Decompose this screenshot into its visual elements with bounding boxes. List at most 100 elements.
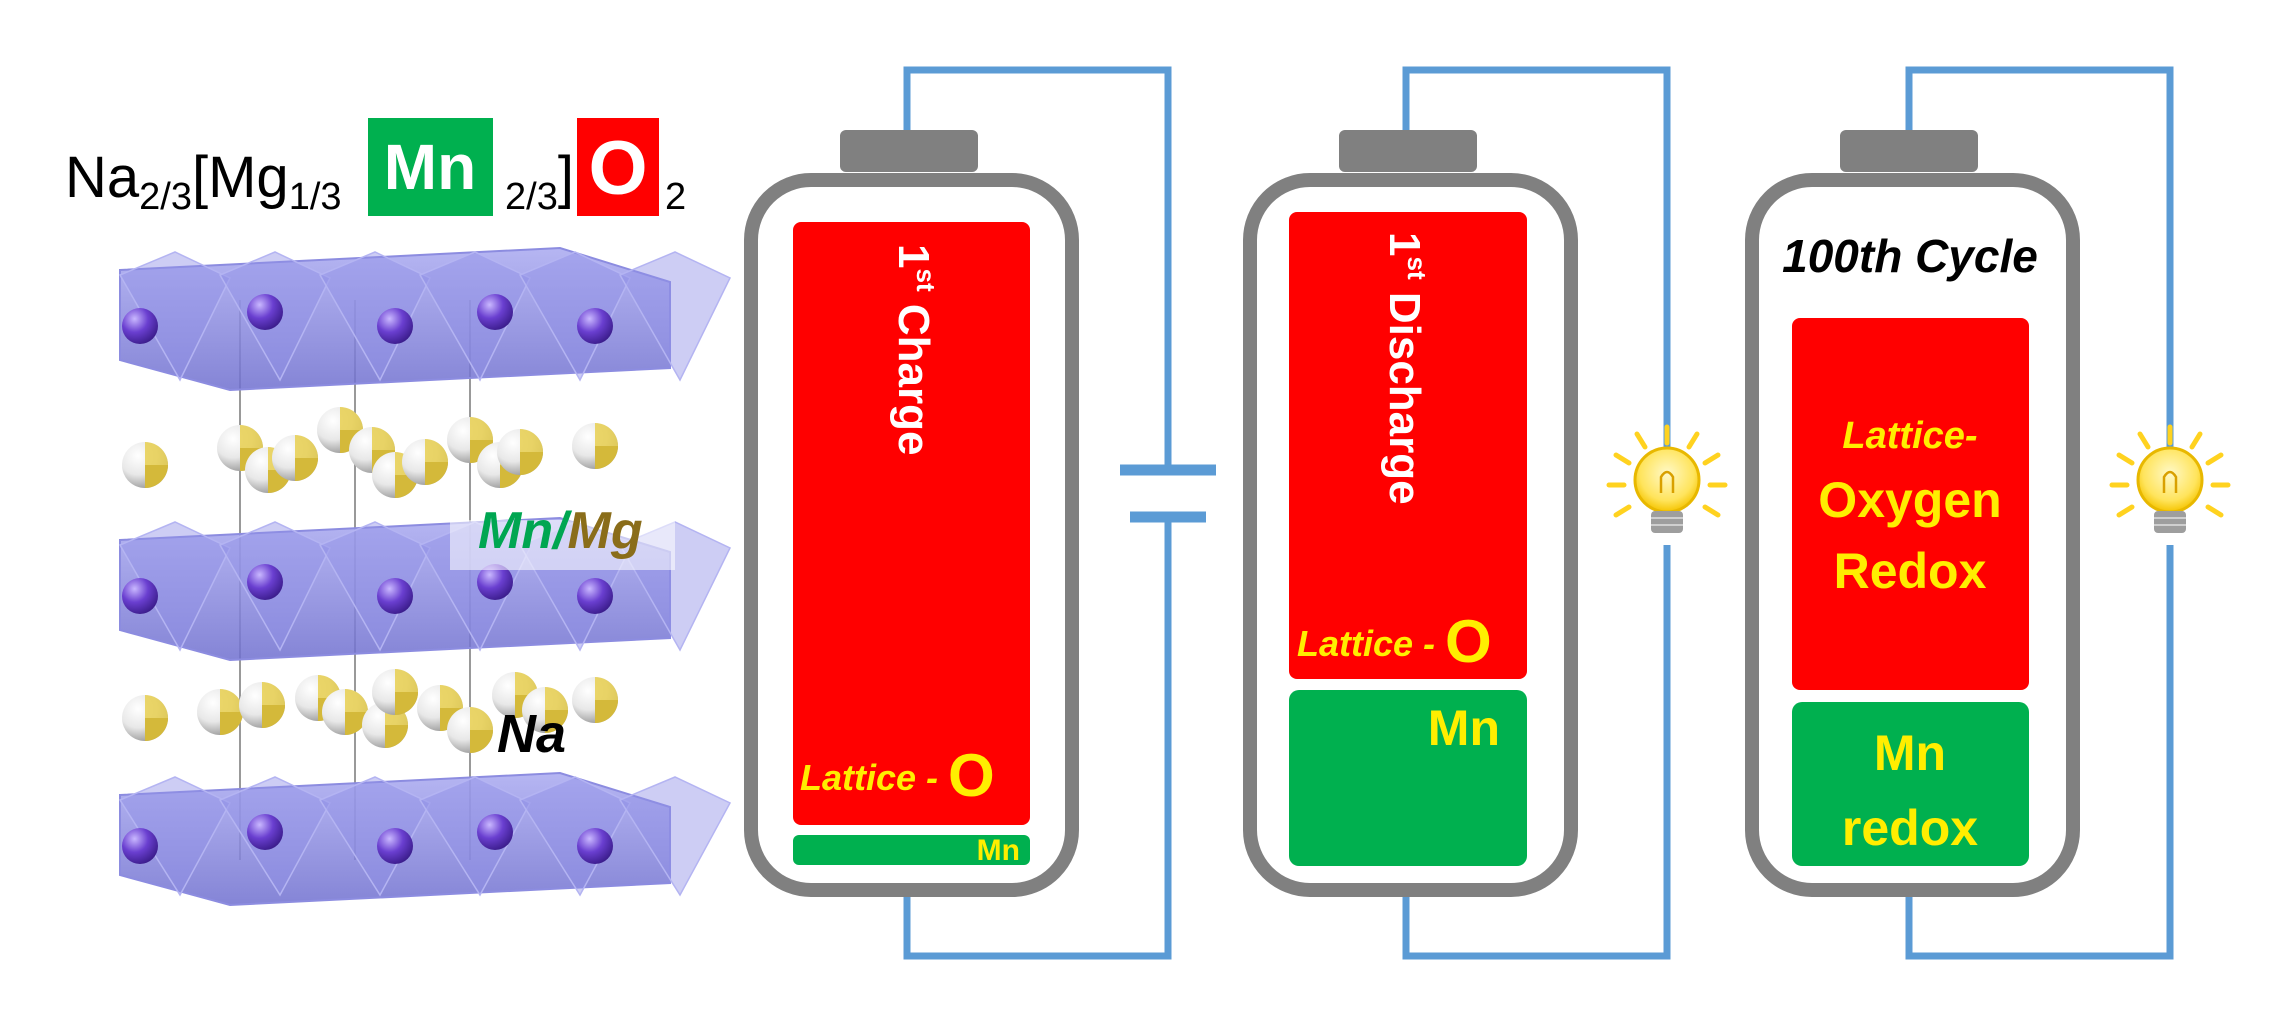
na-atom-quadrant: [440, 685, 463, 708]
mno6-octahedron: [618, 251, 732, 382]
na-atom-quadrant: [145, 465, 168, 488]
crystal-structure: [118, 246, 732, 907]
na-atom-quadrant: [470, 730, 493, 753]
svg-text:1st Discharge: 1st Discharge: [1380, 232, 1432, 505]
na-atom-quadrant: [145, 718, 168, 741]
lightbulb-icon-3: [2109, 424, 2231, 533]
wire-1-bottom: [903, 518, 1172, 960]
na-atom-quadrant: [262, 705, 285, 728]
battery-3-oxygen-line2: Oxygen: [1818, 472, 2001, 528]
formula-o-sub: 2: [665, 176, 686, 218]
na-atom-quadrant: [515, 672, 538, 695]
na-atom-quadrant: [395, 669, 418, 692]
mno6-octahedron: [118, 251, 232, 382]
na-atom-quadrant: [240, 425, 263, 448]
battery-3-terminal: [1840, 130, 1978, 172]
formula-na: Na2/3[Mg1/3: [65, 145, 342, 218]
battery-1-terminal: [840, 130, 978, 172]
mn-mg-atom: [477, 814, 513, 850]
dc-source-icon: [1120, 464, 1216, 523]
structure-mn-mg-label: Mn/Mg: [478, 502, 643, 560]
formula-mn-box: [368, 118, 493, 216]
battery-2-mn-region: [1289, 690, 1527, 866]
mno6-octahedron: [318, 521, 432, 652]
na-atom-quadrant: [545, 687, 568, 710]
mno6-octahedron: [618, 776, 732, 897]
na-atom-quadrant: [220, 689, 243, 712]
na-atom-quadrant: [470, 707, 493, 730]
wire-1-top: [903, 66, 1172, 468]
na-atom-quadrant: [395, 692, 418, 715]
battery-2-mn-label: Mn: [1428, 700, 1500, 756]
na-atom-quadrant: [425, 439, 448, 462]
na-atom-quadrant: [595, 700, 618, 723]
na-atom-quadrant: [372, 427, 395, 450]
mno6-octahedron: [418, 251, 532, 382]
wire-2-bottom: [1402, 545, 1671, 960]
na-atom-quadrant: [545, 710, 568, 733]
formula-mn-sub: 2/3]: [505, 145, 574, 218]
mn-mg-atom: [247, 294, 283, 330]
mno6-octahedron: [318, 251, 432, 382]
mn-mg-atom: [122, 828, 158, 864]
battery-2-title: 1st Discharge: [1380, 232, 1432, 505]
formula-mn: Mn: [384, 131, 476, 203]
wire-2-top: [1402, 66, 1671, 470]
mn-mg-atom: [377, 308, 413, 344]
battery-3-mn-line1: Mn: [1874, 725, 1946, 781]
battery-2-terminal: [1339, 130, 1477, 172]
mn-mg-atom: [377, 828, 413, 864]
na-atom-quadrant: [385, 725, 408, 748]
mno6-octahedron: [418, 776, 532, 897]
na-atom-quadrant: [595, 677, 618, 700]
chemical-formula: Na2/3[Mg1/3 Mn 2/3] O 2: [65, 118, 686, 218]
lightbulb-icon-2: [1606, 424, 1728, 533]
svg-text:1st Charge: 1st Charge: [889, 244, 941, 455]
wire-3-bottom: [1905, 545, 2174, 960]
mn-mg-atom: [247, 814, 283, 850]
na-atom-quadrant: [145, 442, 168, 465]
mno6-octahedron: [318, 776, 432, 897]
na-atom-quadrant: [340, 407, 363, 430]
battery-first-discharge: 1st Discharge Lattice - O Mn: [1243, 130, 1578, 897]
mno6-octahedron: [518, 251, 632, 382]
battery-1-title: 1st Charge: [889, 244, 941, 455]
mn-mg-atom: [122, 578, 158, 614]
battery-3-oxygen-line3: Redox: [1834, 543, 1987, 599]
na-atom-quadrant: [345, 689, 368, 712]
na-atom-quadrant: [595, 446, 618, 469]
na-atom-quadrant: [425, 462, 448, 485]
battery-3-oxygen-line1: Lattice-: [1842, 415, 1977, 457]
battery-first-charge: 1st Charge Lattice - O Mn: [744, 130, 1079, 897]
battery-1-mn-label: Mn: [977, 834, 1020, 867]
battery-1-oxygen-region: [793, 222, 1030, 825]
circuit-wires: [903, 66, 2174, 960]
na-atom-quadrant: [145, 695, 168, 718]
na-atom-quadrant: [520, 452, 543, 475]
na-atom-quadrant: [470, 417, 493, 440]
mn-mg-atom: [577, 308, 613, 344]
mn-mg-atom: [477, 564, 513, 600]
battery-1-mn-region: [793, 835, 1030, 865]
mno6-octahedron: [518, 776, 632, 897]
battery-3-mn-region: [1792, 702, 2029, 866]
battery-3-oxygen-region: [1792, 318, 2029, 690]
structure-na-label: Na: [497, 704, 566, 764]
mn-mg-atom: [377, 578, 413, 614]
na-atom-quadrant: [520, 429, 543, 452]
battery-3-mn-line2: redox: [1842, 800, 1978, 856]
battery-3-title: 100th Cycle: [1782, 230, 2038, 282]
mn-mg-atom: [577, 578, 613, 614]
mn-mg-atom: [577, 828, 613, 864]
mno6-octahedron: [118, 521, 232, 652]
mn-mg-atom: [247, 564, 283, 600]
mn-mg-atom: [122, 308, 158, 344]
battery-2-oxygen-region: [1289, 212, 1527, 679]
na-atom-quadrant: [345, 712, 368, 735]
wire-3-top: [1905, 66, 2174, 470]
formula-o: O: [588, 126, 647, 211]
na-atom-quadrant: [595, 423, 618, 446]
battery-1-oxygen-label: Lattice - O: [800, 742, 995, 809]
mn-mg-highlight: [450, 520, 675, 570]
